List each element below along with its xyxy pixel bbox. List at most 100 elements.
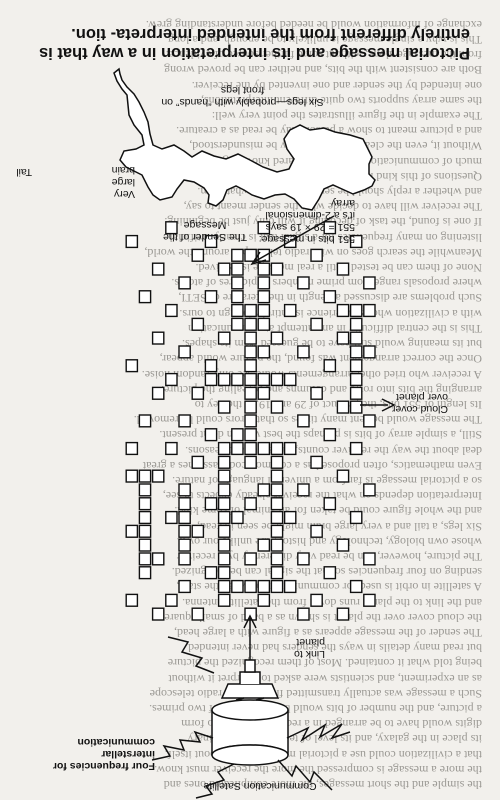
bit-square xyxy=(217,262,231,276)
bit-square xyxy=(257,303,271,318)
bit-square xyxy=(217,455,231,469)
bit-square xyxy=(257,290,271,304)
bit-square xyxy=(125,441,139,456)
bit-square xyxy=(165,221,178,235)
bit-square xyxy=(257,441,271,456)
bit-square xyxy=(231,303,244,318)
bit-square xyxy=(349,359,363,373)
six-legged-creature-outline xyxy=(113,67,376,211)
bit-square xyxy=(165,372,178,387)
bit-square xyxy=(125,524,139,538)
bit-square xyxy=(349,579,363,594)
bit-square xyxy=(178,276,191,290)
bit-square xyxy=(323,566,337,580)
bit-square xyxy=(231,290,244,304)
bit-square xyxy=(297,552,310,566)
bit-square xyxy=(244,359,257,373)
bit-square xyxy=(363,552,376,566)
bit-square xyxy=(270,441,284,456)
bit-square xyxy=(349,345,363,359)
bit-square xyxy=(151,469,165,483)
bit-square xyxy=(231,372,244,387)
bit-square xyxy=(217,497,231,511)
bit-square xyxy=(231,248,244,262)
bit-square xyxy=(125,359,139,373)
bit-square xyxy=(231,262,244,276)
bit-square xyxy=(217,441,231,456)
bit-square xyxy=(244,428,257,442)
bit-square xyxy=(217,552,231,566)
bit-square xyxy=(270,497,284,511)
bit-square xyxy=(178,483,191,497)
bit-square xyxy=(204,428,218,442)
bit-square xyxy=(257,386,271,400)
bit-square xyxy=(244,497,257,511)
bit-square xyxy=(244,579,257,594)
bit-square xyxy=(244,372,257,387)
bit-square xyxy=(283,579,297,594)
bit-square xyxy=(363,303,376,318)
bit-square xyxy=(349,441,363,456)
bit-square xyxy=(323,497,337,511)
frequency-bolt-4 xyxy=(195,763,235,799)
bit-array-picture xyxy=(125,221,376,621)
bit-square xyxy=(283,303,297,318)
bit-square xyxy=(257,221,271,235)
bit-square xyxy=(310,593,323,607)
bit-square xyxy=(297,345,310,359)
bit-square xyxy=(231,276,244,290)
bit-square xyxy=(349,400,363,414)
bit-square xyxy=(244,345,257,359)
bit-square xyxy=(151,262,165,276)
frequency-bolt-1 xyxy=(286,723,351,743)
bit-square xyxy=(257,262,271,276)
bit-square xyxy=(244,455,257,469)
bit-square xyxy=(138,538,152,552)
message-bits-label: 551 bits in message: 551 = 29 × 19 says … xyxy=(258,197,355,245)
bit-square xyxy=(178,552,191,566)
bit-square xyxy=(138,290,152,304)
bit-square xyxy=(336,331,350,345)
bit-square xyxy=(125,469,139,483)
bit-square xyxy=(178,579,191,594)
bit-square xyxy=(138,414,152,428)
bit-square xyxy=(257,276,271,290)
bit-square xyxy=(217,372,231,387)
bit-square xyxy=(165,510,178,525)
bit-square xyxy=(178,524,191,538)
bit-square xyxy=(138,497,152,511)
figure-caption-heading: Pictorial message and its interpretation… xyxy=(39,25,470,62)
bit-square xyxy=(323,290,337,304)
bit-square xyxy=(138,552,152,566)
bit-square xyxy=(204,359,218,373)
bit-square xyxy=(165,303,178,318)
bit-square xyxy=(217,400,231,414)
bit-square xyxy=(257,579,271,594)
bit-square xyxy=(297,607,310,621)
bit-square xyxy=(323,428,337,442)
satellite-drawing xyxy=(211,659,289,766)
bit-square xyxy=(217,579,231,594)
bit-square xyxy=(349,510,363,525)
bit-square xyxy=(336,469,350,483)
bit-square xyxy=(231,579,244,594)
bit-square xyxy=(257,538,271,552)
arrow-satellite-to-array xyxy=(243,614,257,660)
bit-square xyxy=(310,317,323,331)
bit-square xyxy=(191,317,205,331)
bit-square xyxy=(178,510,191,525)
bit-square xyxy=(363,345,376,359)
link-to-planet-bolt xyxy=(167,636,215,674)
cloud-cover-label: Cloud cover over planet xyxy=(391,391,448,415)
bit-square xyxy=(349,386,363,400)
bit-square xyxy=(270,552,284,566)
bit-square xyxy=(297,414,310,428)
bit-square xyxy=(217,483,231,497)
bit-square xyxy=(138,510,152,525)
bit-square xyxy=(244,303,257,318)
bit-square xyxy=(349,372,363,387)
bit-square xyxy=(323,359,337,373)
arrow-cloud-cover xyxy=(360,398,396,412)
bit-square xyxy=(204,290,218,304)
